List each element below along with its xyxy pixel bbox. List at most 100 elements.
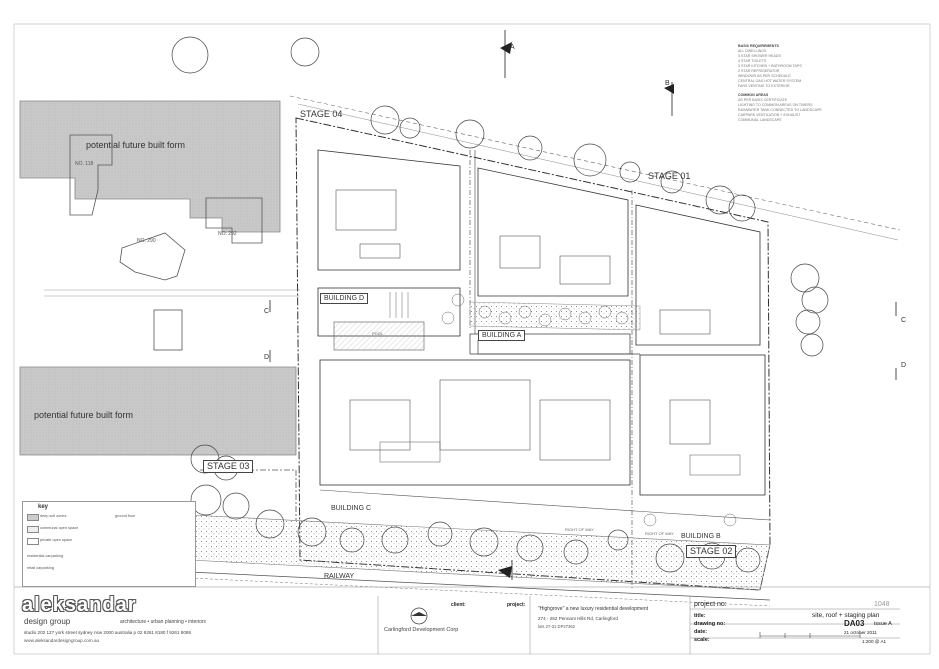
- key-title: key: [38, 504, 49, 510]
- key-item-private: private open space: [40, 538, 73, 542]
- central-core-east: [539, 399, 611, 461]
- client-label: client:: [451, 602, 466, 608]
- road-centreline: [289, 95, 901, 231]
- drawing-title: site, roof + staging plan: [812, 612, 880, 619]
- stage-04-label: STAGE 04: [300, 109, 343, 119]
- section-marker-c-west: C: [264, 308, 270, 315]
- central-core-mid: [439, 379, 531, 451]
- pool: [333, 321, 425, 351]
- key-item-retail-carparking: retail carparking: [27, 566, 55, 570]
- section-marker-c-east: C: [901, 317, 907, 324]
- building-b-lift: [689, 454, 741, 476]
- firm-tagline: architecture • urban planning • interior…: [120, 619, 207, 625]
- no-290-label: NO. 290: [137, 238, 156, 244]
- future-built-form-north: [19, 100, 281, 233]
- notes-line: FANS VENTING TO EXTERIOR: [738, 84, 790, 88]
- section-marker-d-west: D: [264, 354, 270, 361]
- courtyard-trees: [441, 293, 737, 527]
- project-lots: lots 27-31 DP27362: [538, 624, 576, 629]
- scale-label: scale:: [694, 637, 710, 643]
- project-no: 1048: [874, 601, 890, 608]
- key-item-communal: communal open space: [40, 526, 79, 530]
- north-point: [410, 607, 428, 625]
- notes-line: COMMUNAL LANDSCAPE: [738, 118, 782, 122]
- scale-bar: [759, 632, 861, 638]
- project-address: 274 - 282 Pennant Hills Rd, Carlingford: [538, 616, 618, 621]
- notes-line: WINDOWS AS PER SCHEDULE: [738, 74, 791, 78]
- client-name: Carlingford Development Corp: [384, 627, 459, 633]
- sheet-border: [13, 23, 931, 655]
- notes-line: 2 STAR REFRIGERATOR: [738, 69, 780, 73]
- notes-line: AS PER BASIX CERTIFICATE: [738, 98, 787, 102]
- project-no-label: project no:: [694, 601, 727, 608]
- notes-line: 3 STAR SHOWER HEADS: [738, 54, 781, 58]
- future-built-form-south: [19, 366, 297, 456]
- outbuilding-outline: [153, 309, 183, 351]
- lot-290-outline: [119, 232, 186, 281]
- road-kerb: [297, 103, 899, 241]
- railway-line-2: [189, 577, 771, 607]
- internal-driveway: [477, 340, 640, 355]
- section-marker-b: B: [665, 80, 670, 87]
- date-value: 21 october 2011: [844, 630, 877, 635]
- courtyard-landscape: [469, 301, 641, 331]
- stage-divider-3: [319, 489, 771, 521]
- basix-notes: BASIX REQUIREMENTS ALL DWELLINGS 3 STAR …: [738, 44, 918, 123]
- section-b-arrow: [664, 84, 674, 94]
- building-d-roof-north: [317, 149, 461, 271]
- firm-address: studio 202 127 york street sydney nsw 20…: [24, 630, 192, 635]
- notes-line: RAINWATER TANK CONNECTED TO LANDSCAPE: [738, 108, 822, 112]
- notes-line: CENTRAL GAS HOT WATER SYSTEM: [738, 79, 802, 83]
- central-stair: [379, 441, 441, 463]
- tree-canopies: [171, 36, 829, 573]
- stage-02-label: STAGE 02: [686, 545, 737, 558]
- building-c-label: BUILDING C: [331, 505, 372, 512]
- notes-line: LIGHTING TO COMMON AREAS ON TIMERS: [738, 103, 813, 107]
- key-item-res-carparking: residential carparking: [27, 554, 64, 558]
- key-item-ground: ground floor: [115, 514, 136, 518]
- building-a-label: BUILDING A: [478, 330, 526, 341]
- future-built-form-label-1: potential future built form: [86, 140, 186, 150]
- no-292-label: NO. 292: [218, 231, 237, 237]
- building-a-lift: [559, 255, 611, 285]
- building-d-lift: [359, 243, 401, 259]
- title-label: title:: [694, 613, 706, 619]
- stair-d: [389, 292, 409, 318]
- notes-line: ALL DWELLINGS: [738, 49, 767, 53]
- right-of-way-label-1: RIGHT OF WAY: [565, 527, 594, 532]
- legend-key: key deep soil zones communal open space …: [22, 501, 196, 587]
- railway-line-1: [189, 571, 771, 601]
- scale-value: 1:200 @ A1: [862, 639, 887, 644]
- building-b-roof: [639, 354, 766, 496]
- key-swatch-private: [27, 538, 39, 545]
- firm-logo: aleksandar: [22, 594, 137, 616]
- notes-heading-2: COMMON AREAS: [738, 93, 769, 97]
- project-label: project:: [507, 602, 526, 608]
- building-a-core: [499, 235, 541, 269]
- neighbour-boundary: [44, 289, 300, 297]
- drawing-no: DA03: [844, 619, 865, 628]
- key-item-deep-soil: deep soil zones: [40, 514, 67, 518]
- section-lines: [269, 30, 897, 580]
- firm-subtitle: design group: [24, 617, 71, 626]
- key-swatch-communal: [27, 526, 39, 533]
- building-d-label: BUILDING D: [320, 293, 369, 304]
- building-east-roof: [635, 204, 761, 346]
- issue: issue A: [874, 621, 892, 627]
- date-label: date:: [694, 629, 708, 635]
- stage-01-label: STAGE 01: [648, 171, 691, 181]
- section-a-arrow-south: [498, 566, 512, 578]
- future-built-form-label-2: potential future built form: [34, 410, 134, 420]
- building-b-label: BUILDING B: [681, 533, 721, 540]
- firm-email: www.aleksandardesigngroup.com.au: [24, 638, 100, 643]
- railway-label: RAILWAY: [324, 573, 355, 580]
- notes-line: 3 STAR KITCHEN + BATHROOM TAPS: [738, 64, 802, 68]
- notes-line: 4 STAR TOILETS: [738, 59, 767, 63]
- notes-line: CARPARK VENTILATION + EXHAUST: [738, 113, 801, 117]
- drawing-no-label: drawing no:: [694, 621, 726, 627]
- stage-03-label: STAGE 03: [203, 460, 254, 473]
- building-a-roof: [477, 167, 629, 297]
- title-block-frame: [14, 586, 930, 654]
